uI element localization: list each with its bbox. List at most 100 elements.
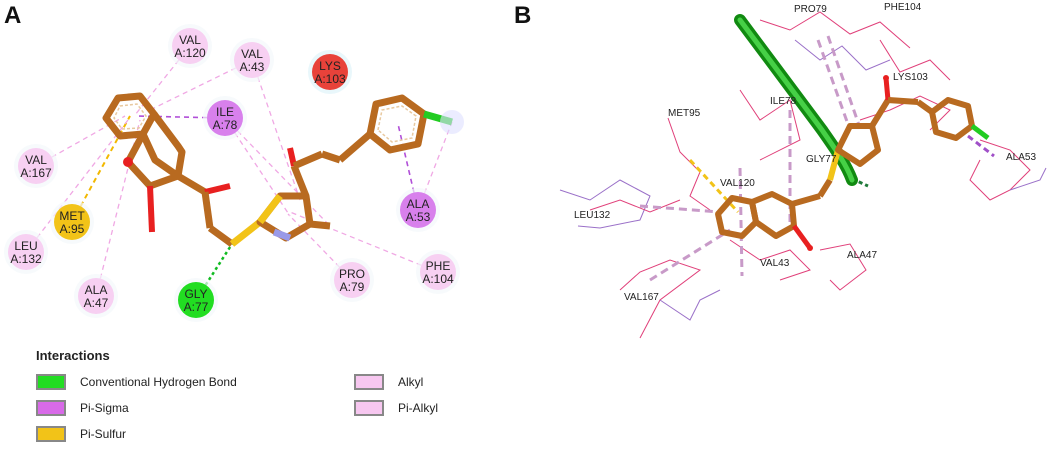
- legend-swatch: [36, 426, 66, 442]
- bond: [148, 172, 180, 190]
- residue-chain-number: A:78: [213, 118, 238, 132]
- residue-circle: [54, 204, 90, 240]
- chlorine-3d: [970, 124, 990, 140]
- residue-circle: [420, 254, 456, 290]
- ketone-3d: [883, 77, 891, 101]
- legend-label: Alkyl: [398, 375, 424, 389]
- label-3d-leu132: LEU132: [574, 210, 611, 221]
- residue-chain-number: A:103: [314, 72, 346, 86]
- residue-stick: [619, 259, 702, 339]
- pi-alkyl-dash: [738, 167, 744, 277]
- legend-label: Pi-Sulfur: [80, 427, 127, 441]
- pyranone-ring-3d: [749, 191, 797, 239]
- chlorophenyl-ring-inner: [377, 105, 417, 143]
- residue-name: VAL: [241, 47, 263, 61]
- interaction-line-gly77: [194, 243, 234, 301]
- coumarin-pyranone-ring: [139, 111, 186, 180]
- residue-stick: [819, 243, 867, 291]
- label-3d-pro79: PRO79: [794, 4, 827, 15]
- bond: [201, 191, 214, 229]
- enone-3d: [887, 97, 919, 105]
- residue-circle: [172, 28, 208, 64]
- residue-name: PHE: [426, 259, 451, 273]
- label-3d-ile78: ILE78: [770, 96, 797, 107]
- oxygen-atom-3d: [807, 245, 813, 251]
- residue-stick: [739, 89, 801, 161]
- residue-name: GLY: [184, 287, 207, 301]
- residue-name: ALA: [407, 197, 430, 211]
- enone-bond: [320, 150, 342, 164]
- bond-3d: [791, 193, 821, 207]
- pi-alkyl-dash: [649, 228, 731, 282]
- residue-chain-number: A:53: [406, 210, 431, 224]
- chlorine-halo: [440, 110, 464, 134]
- bond: [125, 159, 153, 189]
- label-3d-ala53: ALA53: [1006, 152, 1036, 163]
- residue-circle: [78, 278, 114, 314]
- legend-label: Pi-Sigma: [80, 401, 129, 415]
- ligand-3d: [715, 75, 990, 251]
- legend-item-alkyl: Alkyl: [354, 372, 423, 392]
- residue-chain-number: A:79: [340, 280, 365, 294]
- bond-3d: [817, 178, 833, 198]
- carbonyl-bond: [147, 185, 155, 233]
- legend-swatch: [36, 374, 66, 390]
- residue-circle: [18, 148, 54, 184]
- bond: [207, 225, 235, 247]
- residue-circle: [234, 42, 270, 78]
- residue-name: VAL: [25, 153, 47, 167]
- residue-circle: [334, 262, 370, 298]
- bond: [176, 172, 207, 196]
- interaction-line-pro79: [287, 213, 353, 281]
- methyl-bond: [309, 220, 331, 230]
- interaction-line-ala47: [95, 119, 141, 297]
- label-3d-phe104: PHE104: [884, 2, 922, 13]
- legend-swatch: [36, 400, 66, 416]
- residue-stick: [589, 199, 681, 213]
- pi-alkyl-dash: [826, 35, 862, 129]
- residue-chain-number: A:77: [184, 300, 209, 314]
- bond: [124, 132, 147, 164]
- label-3d-val43: VAL43: [760, 258, 790, 269]
- enone-3d: [869, 98, 891, 128]
- ketone-bond: [204, 183, 231, 195]
- interaction-line-leu132: [25, 119, 129, 253]
- pi-alkyl-dash: [639, 204, 721, 214]
- oxygen-atom-3d: [883, 75, 889, 81]
- residue-chain-number: A:104: [422, 272, 454, 286]
- residue-name: LEU: [14, 239, 37, 253]
- residue-circle: [312, 54, 348, 90]
- legend-item-pisigma: Pi-Sigma: [36, 398, 129, 418]
- bond: [290, 164, 310, 198]
- carbonyl-3d: [791, 224, 813, 250]
- thiazole-ring-3d: [835, 123, 881, 167]
- coumarin-benzene-ring-inner: [113, 103, 147, 130]
- interaction-line-ala53: [397, 123, 419, 211]
- residue-stick: [559, 179, 651, 229]
- thioether-bond: [229, 219, 263, 247]
- residue-chain-number: A:95: [60, 222, 85, 236]
- legend-item-pisulfur: Pi-Sulfur: [36, 424, 126, 444]
- residue-chain-number: A:47: [84, 296, 109, 310]
- legend-label: Conventional Hydrogen Bond: [80, 375, 237, 389]
- residue-name: ILE: [216, 105, 234, 119]
- residue-stick: [794, 39, 891, 71]
- legend-swatch: [354, 400, 384, 416]
- residue-stick: [759, 11, 911, 49]
- legend-title: Interactions: [36, 348, 110, 363]
- residue-circle: [178, 282, 214, 318]
- label-3d-lys103: LYS103: [893, 72, 928, 83]
